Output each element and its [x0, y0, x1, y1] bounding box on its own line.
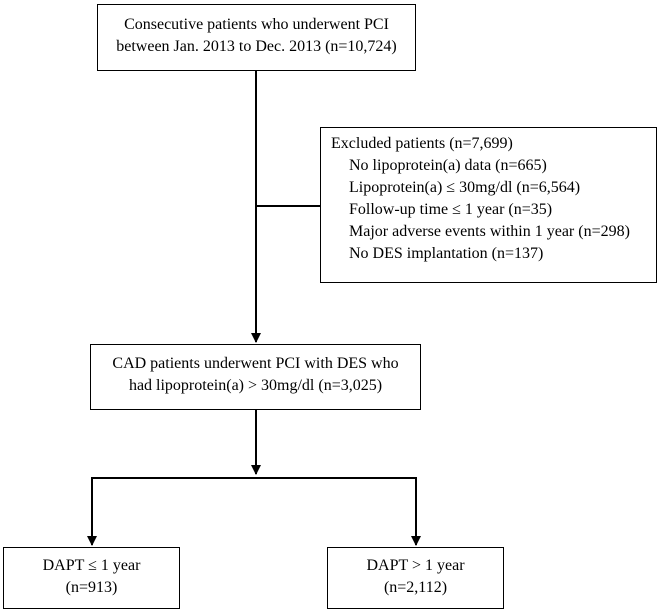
box-consecutive-patients-line-2: between Jan. 2013 to Dec. 2013 (n=10,724… — [116, 38, 397, 55]
box-dapt-long-count: (n=2,112) — [383, 579, 448, 596]
box-cad-patients: CAD patients underwent PCI with DES who … — [90, 344, 421, 410]
excluded-item-lpa-low: Lipoprotein(a) ≤ 30mg/dl (n=6,564) — [349, 179, 581, 196]
box-dapt-short-label: DAPT ≤ 1 year — [42, 557, 141, 574]
box-dapt-short-count: (n=913) — [65, 579, 118, 596]
excluded-header: Excluded patients (n=7,699) — [331, 135, 513, 152]
excluded-item-no-des: No DES implantation (n=137) — [349, 245, 544, 262]
excluded-item-no-lpa-data: No lipoprotein(a) data (n=665) — [349, 157, 547, 174]
box-cad-patients-line-1: CAD patients underwent PCI with DES who — [112, 355, 399, 372]
box-dapt-short: DAPT ≤ 1 year (n=913) — [3, 547, 180, 609]
box-dapt-long-label: DAPT > 1 year — [366, 557, 465, 574]
excluded-item-follow-up: Follow-up time ≤ 1 year (n=35) — [349, 201, 553, 218]
box-consecutive-patients: Consecutive patients who underwent PCI b… — [97, 4, 416, 71]
box-cad-patients-line-2: had lipoprotein(a) > 30mg/dl (n=3,025) — [128, 377, 383, 394]
box-dapt-long: DAPT > 1 year (n=2,112) — [327, 547, 504, 609]
box-consecutive-patients-line-1: Consecutive patients who underwent PCI — [124, 16, 389, 33]
excluded-item-adverse-events: Major adverse events within 1 year (n=29… — [349, 223, 630, 240]
box-excluded-patients: Excluded patients (n=7,699) No lipoprote… — [320, 127, 657, 283]
